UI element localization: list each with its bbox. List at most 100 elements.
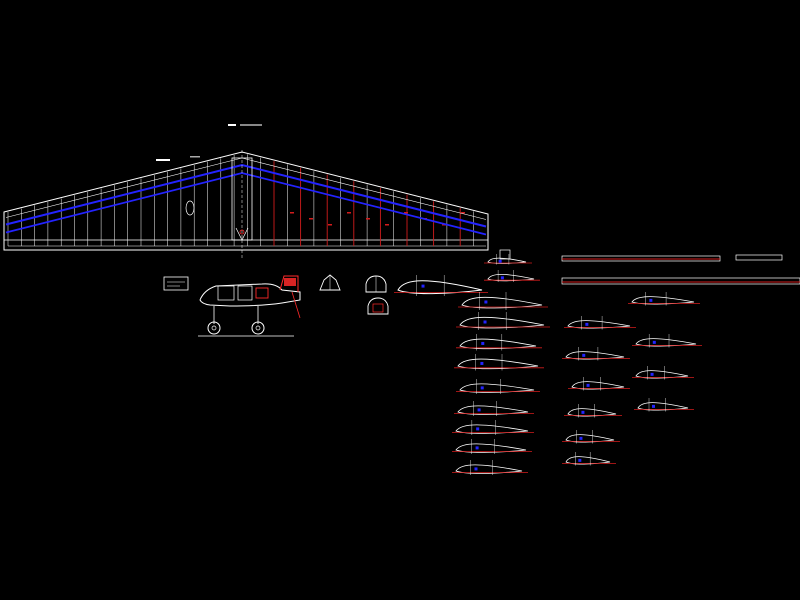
wing-rib-marker xyxy=(290,212,294,214)
airfoil-outline xyxy=(567,408,617,417)
airfoil-spar-mark xyxy=(650,372,654,376)
airfoil-spar-mark xyxy=(586,383,590,387)
airfoil-spar-mark xyxy=(481,341,485,345)
wing-rib-marker xyxy=(328,224,332,226)
wheel-rear-hub xyxy=(255,325,261,331)
airfoil-profile xyxy=(394,275,488,296)
airfoil-spar-mark xyxy=(477,408,481,412)
airfoil-outline xyxy=(459,383,535,393)
airfoil-outline xyxy=(455,443,527,453)
wing-rib-marker xyxy=(404,212,408,214)
wing-spar xyxy=(5,172,487,236)
rudder xyxy=(291,291,301,319)
wing-rib-marker xyxy=(347,212,351,214)
airfoil-profile xyxy=(454,354,544,371)
airfoil-profile xyxy=(564,316,636,330)
airfoil-profile xyxy=(632,334,702,348)
airfoil-outline xyxy=(571,381,625,390)
airfoil-profile xyxy=(456,312,550,330)
tail-marking xyxy=(284,278,296,286)
airfoil-profile xyxy=(484,270,540,282)
airfoil-spar-mark xyxy=(480,361,484,365)
wing-rib-marker xyxy=(366,218,370,220)
airfoil-profile xyxy=(564,404,622,418)
airfoil-profiles xyxy=(394,249,702,475)
airfoil-profile xyxy=(454,401,534,416)
dimension-strips xyxy=(561,254,800,285)
airfoil-spar-mark xyxy=(500,276,504,280)
note-box xyxy=(163,276,189,291)
airfoil-profile xyxy=(634,398,694,412)
strip-c xyxy=(561,277,800,285)
wing-ribs xyxy=(7,154,474,246)
airfoil-spar-mark xyxy=(421,284,425,288)
wing-rib-marker xyxy=(309,218,313,220)
airfoil-profile xyxy=(632,366,694,380)
airfoil-spar-mark xyxy=(581,410,585,414)
airfoil-outline xyxy=(567,320,631,329)
wing-outline xyxy=(3,151,489,251)
airfoil-outline xyxy=(635,338,697,347)
airfoil-spar-mark xyxy=(476,427,480,431)
wing-rib-marker xyxy=(461,212,465,214)
fuselage-outline xyxy=(199,283,301,307)
engine-block xyxy=(255,287,269,299)
airfoil-spar-mark xyxy=(652,340,656,344)
airfoil-outline xyxy=(459,338,537,350)
airfoil-outline xyxy=(455,424,529,434)
strip-b xyxy=(735,254,783,261)
airfoil-profile xyxy=(568,377,630,391)
airfoil-outline xyxy=(637,402,689,411)
airfoil-profile xyxy=(562,347,630,361)
fuselage-side-view xyxy=(163,275,301,337)
wing-annotations xyxy=(156,124,262,161)
airfoil-spar-mark xyxy=(475,446,479,450)
airfoil-spar-mark xyxy=(484,300,488,304)
airfoil-outline xyxy=(631,296,695,305)
wing-rib-marker xyxy=(385,224,389,226)
wheel-rear xyxy=(251,321,265,335)
airfoil-spar-mark xyxy=(483,320,487,324)
airfoil-outline xyxy=(455,464,523,474)
airfoil-profile xyxy=(562,430,620,444)
airfoil-outline xyxy=(635,370,689,379)
airfoil-profile xyxy=(452,460,528,475)
airfoil-profile xyxy=(452,420,534,435)
airfoil-profile xyxy=(456,379,540,394)
wheel-front xyxy=(207,321,221,335)
wing-center-section xyxy=(185,150,253,258)
airfoil-spar-mark xyxy=(578,458,582,462)
airfoil-outline xyxy=(457,358,539,370)
airfoil-outline xyxy=(397,280,483,295)
column-marker xyxy=(499,249,511,260)
cabin-frame xyxy=(237,285,253,301)
bulkhead-1 xyxy=(319,274,341,291)
airfoil-profile xyxy=(562,452,616,466)
cockpit-frame xyxy=(217,285,235,301)
airfoil-profile xyxy=(456,334,542,351)
airfoil-spar-mark xyxy=(579,436,583,440)
wing-spar xyxy=(5,157,487,220)
airfoil-outline xyxy=(565,434,615,443)
airfoil-spar-mark xyxy=(652,404,655,408)
bulkhead-3 xyxy=(367,297,389,315)
airfoil-profile xyxy=(458,292,548,310)
airfoil-spar-mark xyxy=(649,298,653,302)
wing-planform xyxy=(3,124,489,258)
airfoil-profile xyxy=(452,439,532,454)
airfoil-outline xyxy=(565,456,611,465)
airfoil-spar-mark xyxy=(585,322,589,326)
airfoil-spar-mark xyxy=(480,386,484,390)
airfoil-outline xyxy=(461,296,543,309)
airfoil-profile xyxy=(484,254,532,265)
bulkhead-3-cutout xyxy=(372,303,384,313)
airfoil-outline xyxy=(459,316,545,329)
airfoil-outline xyxy=(457,405,529,415)
airfoil-profile xyxy=(628,292,700,306)
airfoil-spar-mark xyxy=(498,259,502,263)
airfoil-outline xyxy=(565,351,625,360)
bulkhead-sections xyxy=(319,274,389,315)
tail-fin xyxy=(279,275,299,292)
wing-spars xyxy=(5,157,487,236)
